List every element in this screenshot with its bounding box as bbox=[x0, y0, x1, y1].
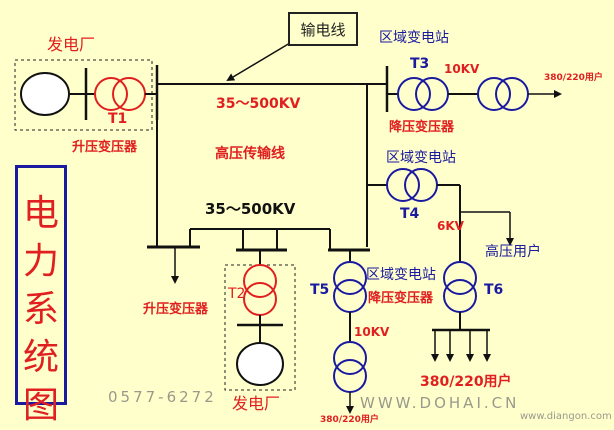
t6-coil-a bbox=[443, 261, 477, 295]
voltage-label-top: 35～500KV bbox=[216, 96, 301, 112]
t4-coil-b bbox=[404, 168, 438, 202]
plant-box-top bbox=[14, 59, 153, 131]
t1-label: T1 bbox=[108, 111, 128, 127]
t4-coil-a bbox=[386, 168, 420, 202]
t2-coil-b bbox=[243, 282, 277, 316]
t2-coil-a bbox=[243, 264, 277, 298]
regional-substation-label-1: 区域变电站 bbox=[379, 30, 449, 46]
t5b-coil-a bbox=[333, 341, 367, 375]
user-380-label-bottom: 380/220用户 bbox=[320, 415, 379, 425]
t1-coil-b bbox=[112, 77, 146, 111]
t3-coil-a bbox=[397, 77, 431, 111]
t3b-coil-a bbox=[477, 77, 511, 111]
kv10-label-top: 10KV bbox=[444, 62, 480, 76]
regional-substation-label-2: 区域变电站 bbox=[386, 150, 456, 166]
t5-coil-a bbox=[333, 261, 367, 295]
step-down-transformer-label-2: 降压变压器 bbox=[368, 291, 434, 306]
transmission-line-callout: 输电线 bbox=[288, 12, 358, 46]
plant-box-bottom bbox=[224, 264, 296, 391]
generator-top bbox=[20, 72, 70, 116]
t5-coil-b bbox=[333, 279, 367, 313]
user-380-label-top: 380/220用户 bbox=[544, 73, 603, 83]
watermark-url: www.diangon.com bbox=[520, 411, 612, 422]
hv-user-label: 高压用户 bbox=[485, 244, 541, 260]
t4-label: T4 bbox=[400, 206, 420, 222]
user-380-label-main: 380/220用户 bbox=[420, 374, 512, 390]
t3-label: T3 bbox=[410, 56, 430, 72]
t1-coil-a bbox=[94, 77, 128, 111]
power-plant-bottom-label: 发电厂 bbox=[232, 394, 281, 413]
generator-bottom bbox=[236, 342, 284, 386]
kv10-label-bottom: 10KV bbox=[354, 325, 390, 339]
t6-coil-b bbox=[443, 279, 477, 313]
t5b-coil-b bbox=[333, 359, 367, 393]
kv6-label: 6KV bbox=[437, 219, 464, 233]
diagram-title: 电力系统图 bbox=[22, 193, 59, 426]
t3-coil-b bbox=[415, 77, 449, 111]
regional-substation-label-3: 区域变电站 bbox=[366, 267, 436, 283]
watermark-phone: 0577-6272 bbox=[108, 388, 217, 406]
title-box: 电力系统图 bbox=[15, 165, 67, 426]
t5-label: T5 bbox=[310, 282, 330, 298]
step-up-transformer-label-1: 升压变压器 bbox=[72, 140, 138, 155]
power-plant-top-label: 发电厂 bbox=[47, 35, 96, 54]
watermark-site: WWW.DOHAI.CN bbox=[360, 394, 520, 412]
transmission-line-callout-text: 输电线 bbox=[300, 21, 346, 39]
t6-label: T6 bbox=[484, 282, 504, 298]
hv-line-label: 高压传输线 bbox=[215, 146, 285, 162]
t3b-coil-b bbox=[495, 77, 529, 111]
step-down-transformer-label-1: 降压变压器 bbox=[389, 120, 455, 135]
callout-arrow bbox=[226, 39, 296, 82]
t2-label: T2 bbox=[228, 286, 246, 302]
step-up-transformer-label-2: 升压变压器 bbox=[143, 302, 209, 317]
voltage-label-mid: 35～500KV bbox=[205, 200, 296, 218]
